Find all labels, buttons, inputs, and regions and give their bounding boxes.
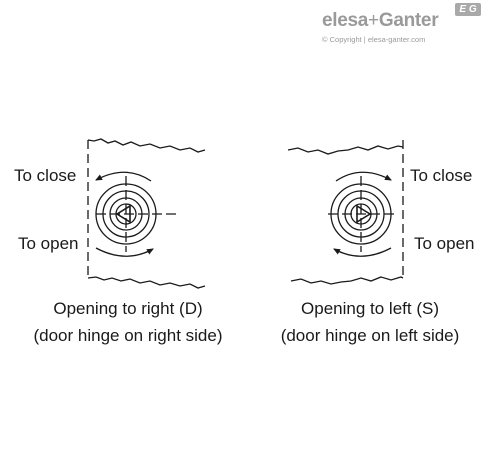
left-caption-line1: Opening to right (D)	[53, 299, 203, 318]
brand-name-elesa: elesa	[322, 10, 369, 31]
left-triangle-icon	[115, 204, 131, 224]
right-door-edge-bottom	[290, 276, 404, 285]
left-close-arrow	[95, 171, 152, 182]
right-caption-line2: (door hinge on left side)	[280, 326, 460, 345]
left-ring-outer	[95, 183, 157, 245]
left-door-panel	[87, 138, 206, 289]
left-door-edge-top	[87, 138, 206, 153]
left-door-edge-bottom	[87, 276, 206, 289]
right-open-label: To open	[414, 234, 475, 253]
left-open-label: To open	[18, 234, 79, 253]
right-close-label: To close	[410, 166, 473, 185]
brand-logo: elesa+Ganter	[322, 10, 439, 32]
left-close-label: To close	[14, 166, 77, 185]
right-ring-outer	[330, 183, 392, 245]
right-lock-symbol	[328, 171, 396, 257]
left-caption-line2: (door hinge on right side)	[33, 326, 223, 345]
brand-name-ganter: Ganter	[378, 10, 439, 31]
left-lock-symbol	[95, 171, 176, 257]
right-ring-3	[344, 197, 378, 231]
left-ring-2	[102, 190, 150, 238]
left-ring-3	[109, 197, 143, 231]
right-caption-line1: Opening to left (S)	[301, 299, 439, 318]
left-open-arrow	[95, 247, 154, 257]
right-close-arrow	[335, 171, 392, 182]
right-open-arrow	[333, 247, 392, 257]
eg-badge: E G	[455, 3, 481, 16]
right-ring-2	[337, 190, 385, 238]
copyright-text: © Copyright | elesa-ganter.com	[322, 35, 426, 44]
brand-plus: +	[368, 10, 379, 31]
right-triangle-icon	[356, 204, 372, 224]
right-door-panel	[287, 140, 404, 285]
right-door-edge-top	[287, 145, 404, 155]
